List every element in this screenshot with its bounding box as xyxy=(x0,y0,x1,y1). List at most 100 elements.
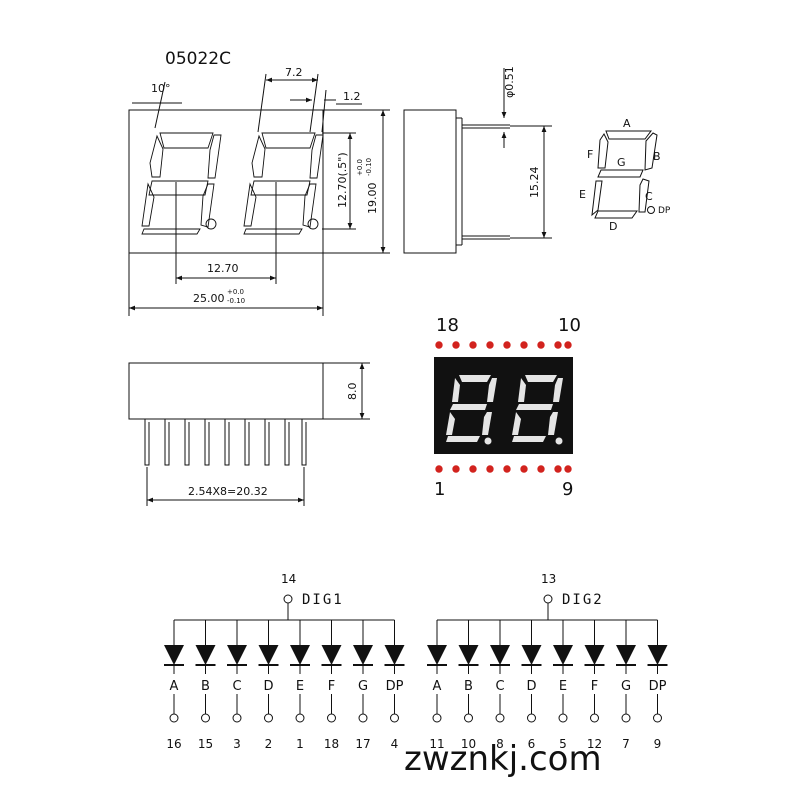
digit-pitch-dim: 12.70 xyxy=(207,262,239,275)
label-mask xyxy=(491,674,509,694)
led-diode-icon xyxy=(553,645,573,665)
digit-label: DIG2 xyxy=(562,592,604,608)
segment-pin-terminal xyxy=(327,713,336,723)
led-diode-icon xyxy=(458,645,479,665)
segment-label: B xyxy=(464,679,473,694)
led-diode-icon xyxy=(584,645,605,665)
common-pin-terminal xyxy=(543,594,553,604)
common-pin-terminal xyxy=(283,594,293,604)
led-diode-icon xyxy=(195,645,216,665)
led-diode-icon xyxy=(164,645,184,665)
photo-pin-9: 9 xyxy=(562,479,573,500)
segment-pin-number: 10 xyxy=(461,737,476,751)
segment-pin-terminal xyxy=(464,713,473,723)
label-mask xyxy=(617,674,635,694)
front-body-outline xyxy=(128,109,324,254)
digit-height-dim: 12.70(.5") xyxy=(336,152,349,208)
segment-pin-terminal xyxy=(390,713,399,723)
label-mask xyxy=(228,674,246,694)
led-diode-icon xyxy=(384,645,405,665)
segment-pin-terminal xyxy=(432,713,442,723)
photo-digit-2 xyxy=(512,375,563,445)
led-diode-icon xyxy=(290,645,310,665)
width-tol-minus: -0.10 xyxy=(227,297,245,305)
thickness-dim: 8.0 xyxy=(346,383,359,401)
seg-label-c: C xyxy=(645,190,653,203)
seg-label-a: A xyxy=(623,117,631,130)
side-view xyxy=(403,68,552,254)
label-mask xyxy=(522,674,541,694)
segment-f xyxy=(597,133,609,169)
segment-pin-terminal xyxy=(201,713,210,723)
label-mask xyxy=(428,674,446,694)
segment-pin-number: 11 xyxy=(429,737,444,751)
front-view: 10° 7.2 1.2 xyxy=(128,66,390,316)
segment-pin-number: 9 xyxy=(654,737,662,751)
segment-pin-number: 7 xyxy=(622,737,630,751)
pin-diameter-dim: φ0.51 xyxy=(503,66,516,98)
segment-pin-terminal xyxy=(232,713,242,723)
seg-label-d: D xyxy=(609,220,617,233)
segment-label: D xyxy=(263,679,273,694)
segment-pin-number: 1 xyxy=(296,737,304,751)
segment-b xyxy=(644,132,658,171)
label-mask xyxy=(165,674,183,694)
seg-label-b: B xyxy=(653,150,661,163)
photo-digit-1 xyxy=(446,375,497,445)
common-pin-number: 14 xyxy=(281,572,296,586)
photo-pin-10: 10 xyxy=(558,315,581,336)
part-number-title: 05022C xyxy=(165,49,231,69)
segment-g xyxy=(597,169,644,178)
segment-pin-number: 4 xyxy=(391,737,399,751)
height-tol-plus: +0.0 xyxy=(356,159,364,176)
segment-c xyxy=(638,178,650,213)
led-diode-icon xyxy=(647,645,668,665)
height-dim: 19.00 xyxy=(366,183,379,215)
label-mask xyxy=(385,674,404,694)
segment-pin-terminal xyxy=(295,713,305,723)
segment-dp xyxy=(647,206,655,214)
pin-row-spacing-dim: 15.24 xyxy=(528,167,541,199)
label-mask xyxy=(259,674,278,694)
segment-pin-number: 18 xyxy=(324,737,339,751)
digit-label: DIG1 xyxy=(302,592,344,608)
led-diode-icon xyxy=(616,645,636,665)
led-diode-icon xyxy=(258,645,279,665)
label-mask xyxy=(554,674,572,694)
label-mask xyxy=(459,674,478,694)
photo-bottom-pins xyxy=(435,465,572,473)
segment-label: F xyxy=(591,679,598,694)
angle-dim: 10° xyxy=(151,82,171,95)
segment-pin-number: 15 xyxy=(198,737,213,751)
height-tol-minus: -0.10 xyxy=(365,158,373,176)
front-digit-1 xyxy=(141,132,222,235)
segment-pin-terminal xyxy=(169,713,179,723)
label-mask xyxy=(322,674,341,694)
bottom-pins xyxy=(144,419,307,466)
front-digit-2 xyxy=(243,132,324,235)
segment-a xyxy=(605,130,652,140)
width-dim: 25.00 xyxy=(193,292,225,305)
label-mask xyxy=(648,674,667,694)
led-diode-icon xyxy=(521,645,542,665)
watermark: zwznkj.com xyxy=(404,739,602,779)
segment-width-dim: 1.2 xyxy=(343,90,361,103)
side-body-outline xyxy=(403,109,457,254)
segment-label: F xyxy=(328,679,335,694)
segment-label: C xyxy=(495,679,504,694)
segment-pin-terminal xyxy=(495,713,505,723)
segment-label: DP xyxy=(386,679,404,694)
segment-pin-terminal xyxy=(621,713,631,723)
segment-d xyxy=(594,210,638,219)
width-tol-plus: +0.0 xyxy=(227,288,244,296)
segment-pin-terminal xyxy=(527,713,536,723)
segment-label: A xyxy=(433,679,442,694)
segment-label: D xyxy=(526,679,536,694)
seg-label-f: F xyxy=(587,148,593,161)
segment-label: DP xyxy=(649,679,667,694)
led-diode-icon xyxy=(321,645,342,665)
segment-pin-number: 2 xyxy=(265,737,273,751)
display-photo xyxy=(434,341,573,473)
